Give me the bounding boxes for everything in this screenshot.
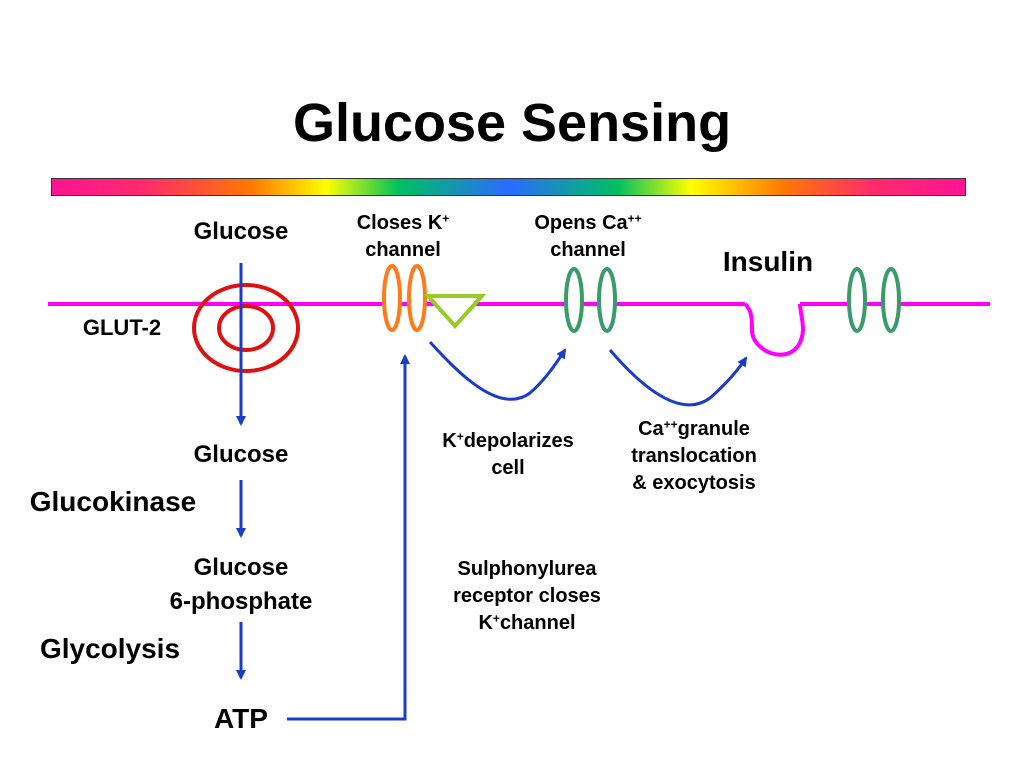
ca-granule-line2: translocation xyxy=(631,445,757,467)
opens-ca-sup: ++ xyxy=(627,211,642,226)
insulin-label: Insulin xyxy=(722,246,814,277)
k-depolarizes-cell-label: K+depolarizes cell xyxy=(420,428,596,482)
atp-to-k-channel-arrow xyxy=(287,354,410,721)
ca-channel-left xyxy=(564,267,584,333)
opens-ca-line2: channel xyxy=(550,239,626,261)
ca-granule-line3: & exocytosis xyxy=(632,472,756,494)
glucose-intracellular-label: Glucose xyxy=(193,441,289,468)
glucose-6-phosphate-label: Glucose 6-phosphate xyxy=(150,551,332,619)
closes-k-channel-label: Closes K+ channel xyxy=(330,210,476,264)
k-channel-right xyxy=(407,264,427,332)
ca-granule-sup: ++ xyxy=(663,417,678,432)
atp-label: ATP xyxy=(214,703,268,734)
sulphonylurea-label: Sulphonylurea receptor closes K+channel xyxy=(428,556,626,637)
k-channel-left xyxy=(382,264,402,332)
ca-granule-rest: granule xyxy=(677,418,750,440)
glut2-label: GLUT-2 xyxy=(82,315,162,340)
k-depol-rest: depolarizes xyxy=(463,430,574,452)
sulph-line2: receptor closes xyxy=(453,585,601,607)
opens-ca-text: Opens Ca xyxy=(534,212,628,234)
glucose-6-phosphate-line1: Glucose xyxy=(193,554,289,581)
closes-k-text: Closes K xyxy=(356,212,443,234)
channel-far-right-left xyxy=(847,267,867,333)
ca-granule-ca: Ca xyxy=(638,418,664,440)
k-depol-sup: + xyxy=(456,429,464,444)
insulin-granule-pocket xyxy=(743,302,806,357)
glucose-extracellular-label: Glucose xyxy=(193,218,289,245)
sulph-rest: channel xyxy=(499,612,576,634)
glut2-transporter-outer xyxy=(192,283,300,373)
exocytosis-arrow xyxy=(608,349,748,407)
k-depol-line2: cell xyxy=(491,457,525,479)
glucokinase-label: Glucokinase xyxy=(29,486,197,517)
opens-ca-channel-label: Opens Ca++ channel xyxy=(510,210,666,264)
sulph-line1: Sulphonylurea xyxy=(457,558,597,580)
glucose-6-phosphate-line2: 6-phosphate xyxy=(169,588,313,615)
closes-k-line2: channel xyxy=(365,239,441,261)
ca-granule-label: Ca++granule translocation & exocytosis xyxy=(606,416,782,497)
closes-k-sup: + xyxy=(442,211,450,226)
sulphonylurea-receptor xyxy=(423,294,487,329)
k-depol-k: K xyxy=(442,430,457,452)
page-title: Glucose Sensing xyxy=(292,93,732,153)
glut2-transporter-inner xyxy=(217,304,275,352)
sulph-sup: + xyxy=(492,611,500,626)
sulph-k: K xyxy=(478,612,493,634)
depolarization-arrow xyxy=(428,340,567,401)
glycolysis-label: Glycolysis xyxy=(39,633,181,664)
rainbow-divider xyxy=(51,178,966,196)
channel-far-right-right xyxy=(881,267,901,333)
ca-channel-right xyxy=(597,267,617,333)
